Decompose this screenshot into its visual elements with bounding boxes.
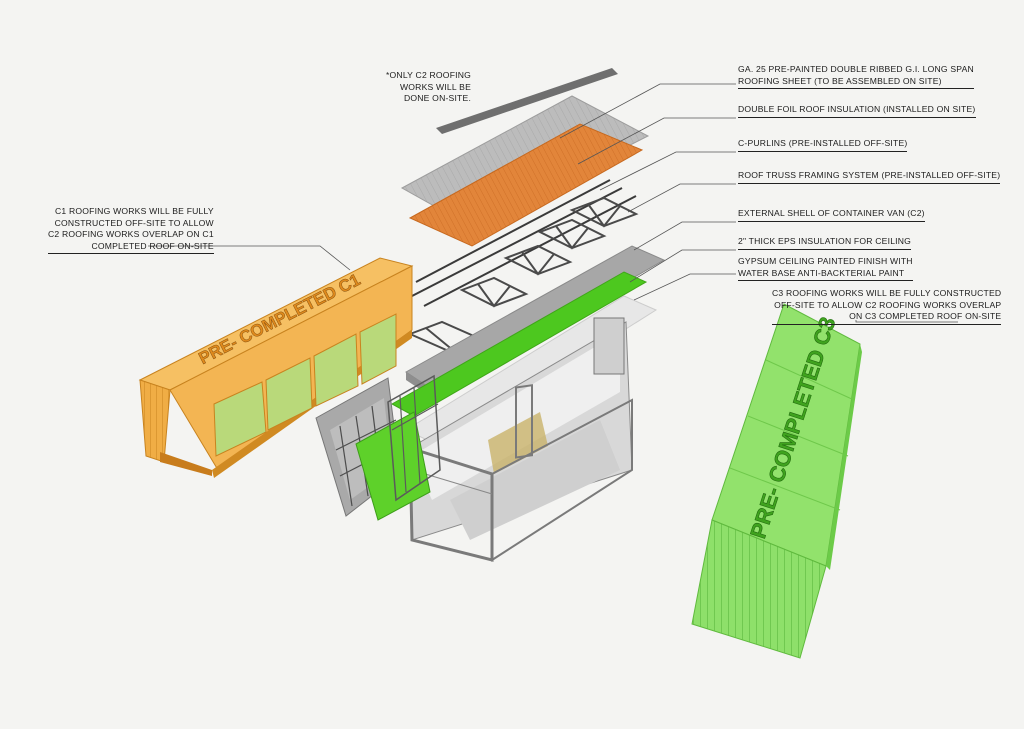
- roof-insulation: [408, 123, 644, 247]
- shell-label: EXTERNAL SHELL OF CONTAINER VAN (C2): [738, 208, 925, 222]
- roof-sheet-label: GA. 25 PRE-PAINTED DOUBLE RIBBED G.I. LO…: [738, 64, 974, 89]
- c3-note: C3 ROOFING WORKS WILL BE FULLY CONSTRUCT…: [772, 288, 1002, 325]
- eps-insulation: [390, 271, 648, 417]
- leader-lines: [148, 83, 958, 323]
- truss-label: ROOF TRUSS FRAMING SYSTEM (PRE-INSTALLED…: [738, 170, 1001, 184]
- c-purlins: [411, 179, 637, 307]
- c3-container: PRE- COMPLETED C3: [691, 303, 862, 659]
- c1-note: C1 ROOFING WORKS WILL BE FULLY CONSTRUCT…: [48, 206, 214, 254]
- eps-label: 2" THICK EPS INSULATION FOR CEILING: [738, 236, 912, 250]
- side-panels: [315, 374, 533, 521]
- gypsum-label: GYPSUM CEILING PAINTED FINISH WITH WATER…: [738, 256, 913, 281]
- onsite-note: *ONLY C2 ROOFING WORKS WILL BE DONE ON-S…: [386, 70, 472, 103]
- ridge-flashing: [436, 68, 618, 134]
- purlins-label: C-PURLINS (PRE-INSTALLED OFF-SITE): [738, 138, 908, 152]
- foil-label: DOUBLE FOIL ROOF INSULATION (INSTALLED O…: [738, 104, 976, 118]
